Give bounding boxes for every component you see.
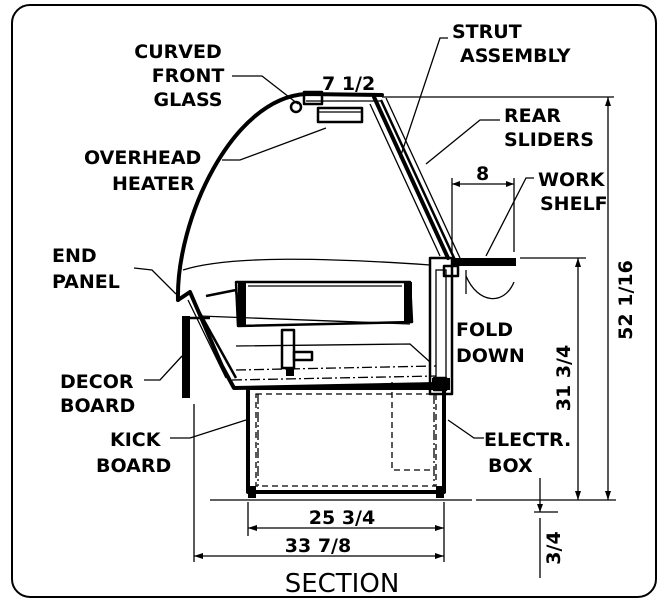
label-sliders: SLIDERS — [504, 129, 594, 151]
work-shelf-shape — [452, 258, 516, 266]
leader-work-shelf — [485, 177, 534, 257]
fold-down-arc — [465, 275, 515, 300]
leader-overhead-heater — [222, 127, 327, 161]
label-group: CURVED FRONT GLASS STRUT ASSEMBLY REAR S… — [52, 21, 637, 565]
label-shelf: SHELF — [540, 193, 608, 215]
label-fold: FOLD — [456, 319, 513, 341]
base-cabinet — [246, 386, 446, 494]
leader-end-panel — [133, 267, 177, 295]
leader-kick-board — [170, 419, 247, 439]
label-kick: KICK — [110, 429, 162, 451]
dim-base-width: 25 3/4 — [309, 507, 375, 529]
label-strut: STRUT — [452, 21, 522, 43]
section-title: SECTION — [285, 569, 400, 599]
overhead-heater-shape — [316, 106, 364, 124]
leader-strut-assembly — [399, 37, 448, 159]
label-work: WORK — [538, 169, 606, 191]
dim-overall-height: 52 1/16 — [615, 260, 637, 340]
decor-board-shape — [182, 316, 190, 398]
rear-post — [428, 256, 454, 396]
strut-outer — [372, 95, 450, 260]
label-curved: CURVED — [134, 41, 221, 63]
top-rail-block — [302, 90, 324, 106]
leader-rear-sliders — [425, 119, 500, 165]
hinge-circle — [289, 100, 303, 114]
label-kick-board: BOARD — [96, 455, 171, 477]
dim-overall-depth: 33 7/8 — [285, 535, 351, 557]
label-decor: DECOR — [60, 371, 134, 393]
label-assembly: ASSEMBLY — [460, 45, 571, 67]
label-end: END — [52, 245, 97, 267]
end-panel-edge — [176, 290, 438, 390]
leader-curved-front-glass — [232, 75, 299, 105]
label-heater: HEATER — [112, 173, 195, 195]
leader-lines — [133, 37, 534, 439]
dim-foot-height: 3/4 — [543, 531, 565, 564]
dimension-lines — [193, 96, 616, 578]
dim-work-shelf: 8 — [476, 163, 489, 185]
leader-decor-board — [144, 355, 183, 381]
label-rear: REAR — [504, 105, 561, 127]
dim-top-width: 7 1/2 — [322, 73, 375, 95]
strut-inner — [379, 99, 457, 261]
leader-electr-box — [447, 419, 484, 439]
label-front: FRONT — [152, 65, 225, 87]
label-box: BOX — [488, 455, 533, 477]
display-pan — [234, 280, 414, 328]
label-down: DOWN — [456, 345, 525, 367]
label-decor-board: BOARD — [60, 395, 135, 417]
dim-shelf-height: 31 3/4 — [553, 345, 575, 411]
drawing-border — [11, 4, 657, 598]
case-outline — [175, 90, 516, 501]
label-overhead: OVERHEAD — [84, 147, 201, 169]
label-glass: GLASS — [154, 89, 223, 111]
curved-front-glass — [175, 92, 384, 302]
label-panel: PANEL — [52, 271, 120, 293]
label-electr: ELECTR. — [484, 429, 571, 451]
